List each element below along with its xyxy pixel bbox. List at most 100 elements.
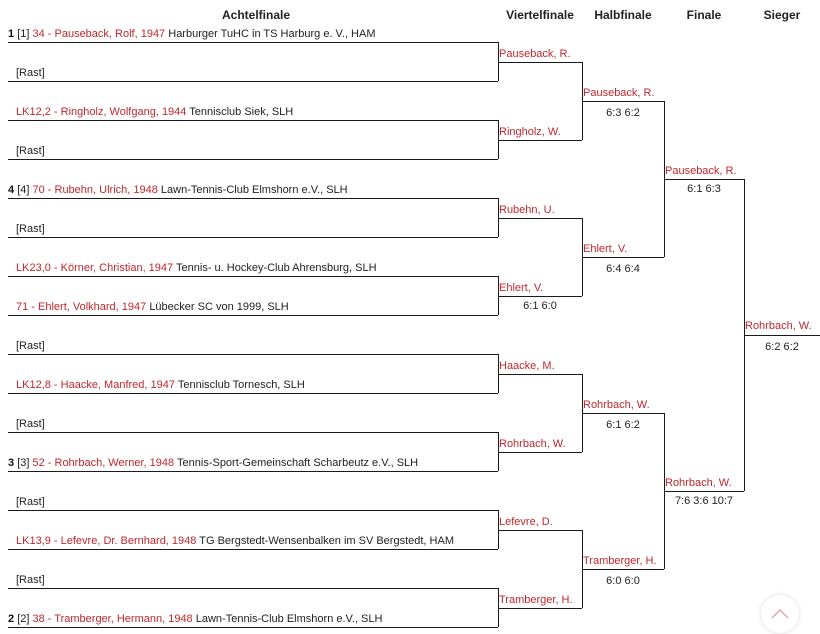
entry-line <box>8 549 498 550</box>
draw-entry[interactable]: 2 [2] 38 - Tramberger, Hermann, 1948 Law… <box>8 613 382 626</box>
halbfinale-winner[interactable]: Ehlert, V. <box>583 243 628 255</box>
viertelfinale-winner[interactable]: Haacke, M. <box>499 360 555 372</box>
match-score: 6:0 6:0 <box>606 575 640 587</box>
draw-entry[interactable]: [Rast] <box>16 145 45 158</box>
entry-line <box>8 588 498 589</box>
viertelfinale-winner[interactable]: Tramberger, H. <box>499 594 573 606</box>
draw-entry[interactable]: [Rast] <box>16 340 45 353</box>
entry-line <box>8 510 498 511</box>
seed-bracket: [3] <box>17 457 30 469</box>
bye-label: [Rast] <box>16 145 45 157</box>
header-viertelfinale: Viertelfinale <box>506 8 574 22</box>
match-score: 6:1 6:3 <box>687 183 721 195</box>
halbfinale-winner[interactable]: Tramberger, H. <box>583 555 657 567</box>
viertelfinale-winner[interactable]: Rohrbach, W. <box>499 438 566 450</box>
draw-entry[interactable]: LK12,8 - Haacke, Manfred, 1947 Tennisclu… <box>16 379 305 392</box>
player-club: Lawn-Tennis-Club Elmshorn e.V., SLH <box>160 184 348 196</box>
seed-bracket: [2] <box>17 613 30 625</box>
finale-line <box>664 491 744 492</box>
draw-entry[interactable]: [Rast] <box>16 67 45 80</box>
entry-line <box>8 276 498 277</box>
finale-winner[interactable]: Pauseback, R. <box>665 165 737 177</box>
entry-line <box>8 42 498 43</box>
draw-entry[interactable]: 71 - Ehlert, Volkhard, 1947 Lübecker SC … <box>16 301 289 314</box>
player-club: Harburger TuHC in TS Harburg e. V., HAM <box>168 28 376 40</box>
draw-entry[interactable]: [Rast] <box>16 574 45 587</box>
bye-label: [Rast] <box>16 223 45 235</box>
player-name: 38 - Tramberger, Hermann, 1948 <box>32 613 193 625</box>
sieger-line <box>744 335 820 336</box>
header-finale: Finale <box>686 8 722 22</box>
seed-number: 2 <box>8 613 15 625</box>
player-name: LK13,9 - Lefevre, Dr. Bernhard, 1948 <box>16 535 197 547</box>
viertelfinale-line <box>498 452 582 453</box>
player-name: 52 - Rohrbach, Werner, 1948 <box>32 457 175 469</box>
draw-entry[interactable]: LK13,9 - Lefevre, Dr. Bernhard, 1948 TG … <box>16 535 454 548</box>
header-halbfinale: Halbfinale <box>594 8 652 22</box>
viertelfinale-line <box>498 218 582 219</box>
halbfinale-line <box>582 101 664 102</box>
finale-winner[interactable]: Rohrbach, W. <box>665 477 732 489</box>
viertelfinale-winner[interactable]: Rubehn, U. <box>499 204 555 216</box>
bracket-connector <box>498 354 499 393</box>
match-score: 6:1 6:2 <box>606 419 640 431</box>
draw-entry[interactable]: [Rast] <box>16 418 45 431</box>
entry-line <box>8 432 498 433</box>
player-club: TG Bergstedt-Wensenbalken im SV Bergsted… <box>199 535 454 547</box>
seed-number: 1 <box>8 28 15 40</box>
bracket-connector <box>498 42 499 81</box>
match-score: 7:6 3:6 10:7 <box>674 495 734 507</box>
scroll-to-top-button[interactable] <box>760 594 800 634</box>
bye-label: [Rast] <box>16 340 45 352</box>
player-name: 71 - Ehlert, Volkhard, 1947 <box>16 301 147 313</box>
viertelfinale-winner[interactable]: Ehlert, V. <box>499 282 544 294</box>
viertelfinale-winner[interactable]: Lefevre, D. <box>499 516 553 528</box>
draw-entry[interactable]: 3 [3] 52 - Rohrbach, Werner, 1948 Tennis… <box>8 457 418 470</box>
chevron-up-icon <box>771 608 789 619</box>
bye-label: [Rast] <box>16 67 45 79</box>
seed-bracket: [4] <box>17 184 30 196</box>
draw-entry[interactable]: 1 [1] 34 - Pauseback, Rolf, 1947 Harburg… <box>8 28 376 41</box>
halbfinale-winner[interactable]: Rohrbach, W. <box>583 399 650 411</box>
entry-line <box>8 198 498 199</box>
entry-line <box>8 627 498 628</box>
draw-entry[interactable]: [Rast] <box>16 496 45 509</box>
halbfinale-line <box>582 569 664 570</box>
entry-line <box>8 237 498 238</box>
header-achtelfinale: Achtelfinale <box>221 8 290 22</box>
halbfinale-line <box>582 413 664 414</box>
viertelfinale-line <box>498 296 582 297</box>
match-score: 6:3 6:2 <box>606 107 640 119</box>
seed-bracket: [1] <box>17 28 30 40</box>
viertelfinale-winner[interactable]: Pauseback, R. <box>499 48 571 60</box>
draw-entry[interactable]: LK12,2 - Ringholz, Wolfgang, 1944 Tennis… <box>16 106 293 119</box>
entry-line <box>8 315 498 316</box>
halbfinale-line <box>582 257 664 258</box>
player-name: 34 - Pauseback, Rolf, 1947 <box>32 28 166 40</box>
viertelfinale-line <box>498 608 582 609</box>
viertelfinale-line <box>498 530 582 531</box>
player-name: 70 - Rubehn, Ulrich, 1948 <box>32 184 158 196</box>
bye-label: [Rast] <box>16 418 45 430</box>
draw-entry[interactable]: 4 [4] 70 - Rubehn, Ulrich, 1948 Lawn-Ten… <box>8 184 348 197</box>
viertelfinale-winner[interactable]: Ringholz, W. <box>499 126 561 138</box>
bye-label: [Rast] <box>16 574 45 586</box>
viertelfinale-line <box>498 374 582 375</box>
player-name: LK23,0 - Körner, Christian, 1947 <box>16 262 174 274</box>
player-club: Lübecker SC von 1999, SLH <box>149 301 289 313</box>
player-name: LK12,8 - Haacke, Manfred, 1947 <box>16 379 175 391</box>
bracket-connector <box>498 588 499 627</box>
final-score: 6:2 6:2 <box>765 341 799 353</box>
header-sieger: Sieger <box>763 8 801 22</box>
player-club: Lawn-Tennis-Club Elmshorn e.V., SLH <box>195 613 383 625</box>
entry-line <box>8 354 498 355</box>
draw-entry[interactable]: LK23,0 - Körner, Christian, 1947 Tennis-… <box>16 262 377 275</box>
bracket-connector <box>498 432 499 471</box>
match-score: 6:1 6:0 <box>523 300 557 312</box>
player-club: Tennisclub Tornesch, SLH <box>177 379 305 391</box>
entry-line <box>8 159 498 160</box>
halbfinale-winner[interactable]: Pauseback, R. <box>583 87 655 99</box>
sieger-name[interactable]: Rohrbach, W. <box>745 320 812 332</box>
draw-entry[interactable]: [Rast] <box>16 223 45 236</box>
